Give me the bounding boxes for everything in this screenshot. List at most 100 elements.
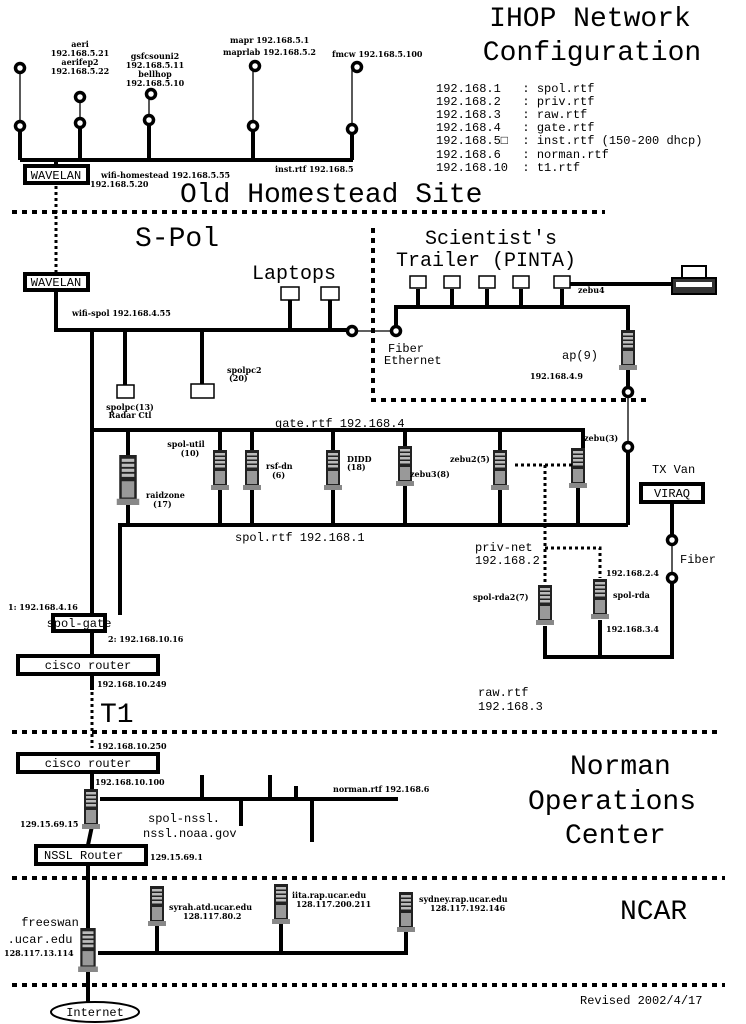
legend-item: 192.168.10 : t1.rtf [436, 161, 580, 175]
trailer-bus [394, 289, 630, 331]
pc-icon [553, 275, 571, 289]
label-internet: Internet [66, 1006, 124, 1020]
label-fiber: Fiber [680, 553, 716, 567]
label-spolpc: spolpc(13) [106, 402, 154, 412]
label-norman-cisco: cisco router [45, 757, 131, 771]
label-rda-ip2: 192.168.3.4 [606, 624, 659, 634]
laptops-label: Laptops [252, 263, 336, 286]
label-spol-rda: spol-rda [613, 590, 650, 600]
laptop-icon [320, 286, 340, 301]
label-raidzone-num: (17) [153, 499, 172, 509]
wavelan-label: WAVELAN [31, 169, 81, 183]
revised-date: Revised 2002/4/17 [580, 994, 702, 1008]
nssl-router-box [34, 844, 148, 866]
site-label-operations: Operations [528, 787, 696, 818]
label-norman-cisco-ip-in: 192.168.10.250 [97, 741, 167, 751]
label-priv-net: priv-net [475, 541, 533, 555]
label-zebu: zebu(3) [584, 433, 618, 443]
ncar-bus [86, 918, 408, 1002]
server-icon-zebu [569, 448, 587, 488]
server-icon-spol-nssl [82, 789, 100, 829]
label-spol-util-num: (10) [181, 448, 200, 458]
label-freeswan-domain: .ucar.edu [8, 933, 73, 947]
inst-bus [18, 120, 354, 162]
legend-item: 192.168.4 : gate.rtf [436, 121, 594, 135]
node-icon [13, 61, 27, 75]
node-icon [621, 440, 635, 454]
label-gsfc: gsfcsouni2 [131, 51, 180, 61]
trailer-label-2: Trailer (PINTA) [396, 250, 576, 273]
label-zebu2: zebu2(5) [450, 454, 490, 464]
fiber-label: Fiber [388, 342, 424, 356]
label-fmcw: fmcw 192.168.5.100 [332, 49, 423, 59]
site-label-homestead: Old Homestead Site [180, 180, 482, 211]
label-zebu3: zebu3(8) [410, 469, 450, 479]
homestead-network: aeri 192.168.5.21 aerifep2 192.168.5.22 … [13, 35, 482, 211]
node-icon [665, 571, 679, 585]
label-spol-util: spol-util [167, 439, 204, 449]
label-nssl-router: NSSL Router [44, 849, 123, 863]
ethernet-label: Ethernet [384, 354, 442, 368]
priv-net-link [515, 463, 602, 590]
label-spol-gate: spol-gate [47, 617, 112, 631]
label-norman-bus: norman.rtf 192.168.6 [333, 784, 430, 794]
legend-item: 192.168.2 : priv.rtf [436, 95, 594, 109]
server-icon-didd [324, 450, 342, 490]
label-gate-bus: gate.rtf 192.168.4 [275, 417, 405, 431]
label-didd: DIDD [347, 454, 372, 464]
label-spolpc2-num: (20) [229, 373, 248, 383]
node-icon [665, 533, 679, 547]
server-icon-spol-util [211, 450, 229, 490]
node-icon [621, 385, 635, 399]
label-aerifep2: aerifep2 [61, 57, 98, 67]
label-wifi-homestead: wifi-homestead 192.168.5.55 [100, 170, 230, 180]
label-spol-nssl: spol-nssl. [148, 812, 220, 826]
wavelan-homestead-box [23, 164, 90, 185]
label-mapr: mapr 192.168.5.1 [230, 35, 309, 45]
label-syrah-ip: 128.117.80.2 [183, 911, 241, 921]
node-icon [345, 122, 359, 136]
site-label-center: Center [565, 821, 666, 852]
label-spol-bus: spol.rtf 192.168.1 [235, 531, 365, 545]
label-bellhop-ip: 192.168.5.10 [126, 78, 185, 88]
label-aeri-ip: 192.168.5.21 [51, 48, 109, 58]
node-icon [73, 116, 87, 130]
label-sydney: sydney.rap.ucar.edu [419, 894, 508, 904]
legend-item: 192.168.3 : raw.rtf [436, 108, 587, 122]
server-icon-zebu3 [396, 446, 414, 486]
label-maprlab: maprlab 192.168.5.2 [223, 47, 316, 57]
pc-icon [116, 384, 135, 399]
label-bellhop: bellhop [138, 69, 172, 79]
node-icon [246, 119, 260, 133]
site-label-ncar: NCAR [620, 897, 687, 928]
pc-icon [512, 275, 530, 289]
subnet-legend: 192.168.1 : spol.rtf 192.168.2 : priv.rt… [436, 82, 702, 175]
server-icon-zebu2 [491, 450, 509, 490]
label-raw-ip: 192.168.3 [478, 700, 543, 714]
label-tx-van: TX Van [652, 463, 695, 477]
label-zebu4: zebu4 [578, 285, 605, 295]
label-rsf-dn: rsf-dn [266, 461, 293, 471]
node-icon [142, 113, 156, 127]
internet-cloud [50, 1001, 140, 1023]
node-icon [144, 87, 158, 101]
viraq-box [639, 482, 705, 504]
pc-icon [478, 275, 496, 289]
server-icon-freeswan [78, 928, 98, 972]
label-didd-num: (18) [347, 462, 366, 472]
label-nssl-domain: nssl.noaa.gov [143, 827, 237, 841]
label-aerifep2-ip: 192.168.5.22 [51, 66, 109, 76]
label-cisco-ip: 192.168.10.249 [97, 679, 167, 689]
label-inst-bus: inst.rtf 192.168.5 [275, 164, 354, 174]
node-icon [13, 119, 27, 133]
pc-icon [443, 275, 461, 289]
label-viraq: VIRAQ [654, 487, 690, 501]
label-priv-net-ip: 192.168.2 [475, 554, 540, 568]
label-nssl-host-ip: 129.15.69.15 [20, 819, 78, 829]
gate-bus [92, 428, 585, 455]
label-norman-cisco-ip-out: 192.168.10.100 [95, 777, 165, 787]
pc-icon [190, 383, 215, 399]
printer-icon [671, 265, 717, 295]
